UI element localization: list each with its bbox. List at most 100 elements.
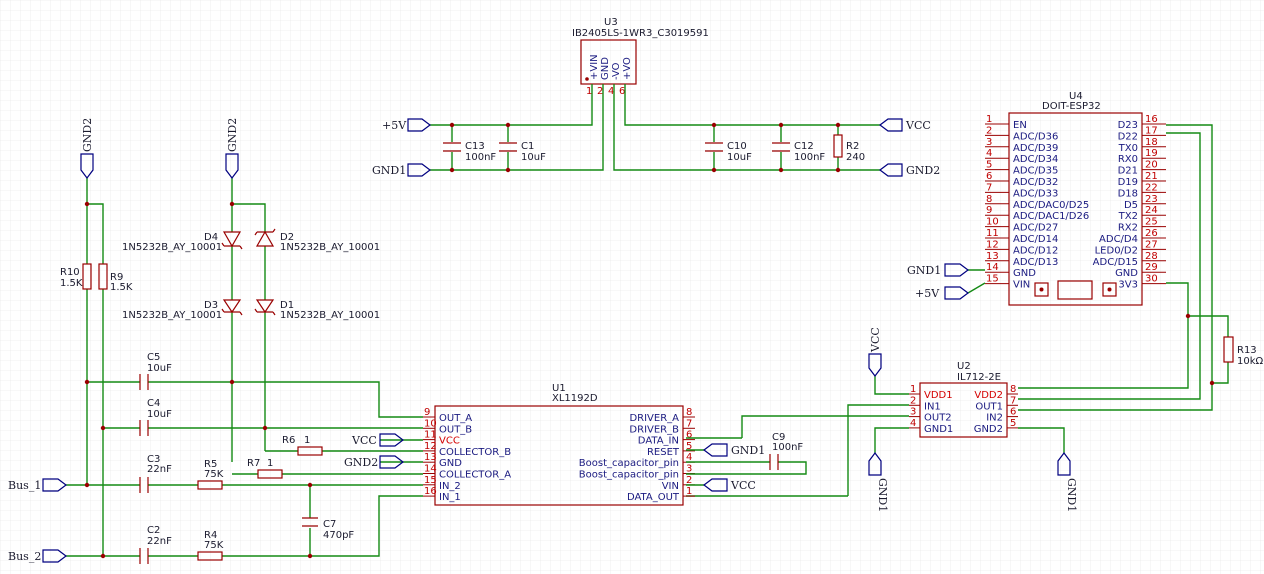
pin-number: 18 [1145,137,1158,148]
net-flag-5v-esp[interactable]: +5V [915,286,969,300]
pin-number: 8 [1010,384,1016,395]
pin-name: VDD2 [974,390,1003,401]
c13-capacitor[interactable]: C13 100nF [443,141,496,163]
pin-name: IN_1 [439,492,461,503]
r10-resistor[interactable]: R10 1.5K [60,263,92,290]
c10-capacitor[interactable]: C10 10uF [705,141,752,163]
pin-number: 9 [424,407,430,418]
c5-capacitor[interactable]: C5 10uF [139,352,172,390]
r13-resistor[interactable]: R13 10kΩ [1223,336,1264,367]
r9-resistor[interactable]: R9 1.5K [98,263,133,293]
net-flag-gnd1-esp[interactable]: GND1 [907,263,969,277]
net-flag-vcc-u1b[interactable]: VCC [703,478,756,492]
u1-transceiver[interactable]: U1 XL1192D [434,383,684,506]
net-flag-gnd2-mid[interactable]: GND2 [225,118,239,179]
r6-resistor[interactable]: R6 1 [282,435,323,456]
u4-esp32-module[interactable]: U4 DOIT-ESP32 [1008,91,1143,306]
r2-resistor[interactable]: R2 240 [833,134,865,163]
net-flag-gnd2-bottom[interactable]: GND1 [1057,452,1078,512]
d4-zener[interactable]: D4 1N5232B_AY_10001 [122,231,243,253]
net-flag-bus1[interactable]: Bus_1 [8,478,67,492]
r5-resistor[interactable]: R5 75K [197,459,224,490]
c2-capacitor[interactable]: C2 22nF [139,525,172,564]
c3-capacitor[interactable]: C3 22nF [139,454,172,493]
net-flag-vcc-u2[interactable]: VCC [868,327,882,377]
net-flag-bus2[interactable]: Bus_2 [8,549,67,563]
net-flag-vcc-top[interactable]: VCC [879,118,931,132]
c1-capacitor[interactable]: C1 10uF [499,141,546,163]
c7-capacitor[interactable]: C7 470pF [302,517,354,541]
u3-dcdc-module[interactable]: U3 IB2405LS-1WR3_C3019591 +VIN GND -VO +… [572,17,709,97]
c9-capacitor[interactable]: C9 100nF [769,432,803,470]
c12-capacitor[interactable]: C12 100nF [772,141,825,163]
pin-1[interactable]: 1EN [985,114,1027,131]
d3-zener[interactable]: D3 1N5232B_AY_10001 [122,299,243,321]
r7-resistor[interactable]: R7 1 [247,458,283,479]
c4-capacitor[interactable]: C4 10uF [139,398,172,436]
d1-zener[interactable]: D1 1N5232B_AY_10001 [254,299,380,321]
net-flag-gnd1-top[interactable]: GND1 [372,163,431,177]
u2-isolator[interactable]: U2 IL712-2E [919,361,1008,438]
net-flag-gnd1-u1[interactable]: GND1 [703,443,765,457]
net-flag-gnd2-top[interactable]: GND2 [879,163,940,177]
r4-resistor[interactable]: R4 75K [197,530,224,561]
net-flag-vcc-u1[interactable]: VCC [351,433,404,447]
net-flag-gnd2-left[interactable]: GND2 [80,118,94,179]
net-gnd-bottom-right-label: GND1 [1065,478,1078,512]
net-flag-5v-top[interactable]: +5V [382,118,431,132]
d2-zener[interactable]: D2 1N5232B_AY_10001 [254,228,380,253]
net-flag-gnd2-u1[interactable]: GND2 [344,455,404,469]
net-flag-gnd1-bottom[interactable]: GND1 [868,452,889,512]
